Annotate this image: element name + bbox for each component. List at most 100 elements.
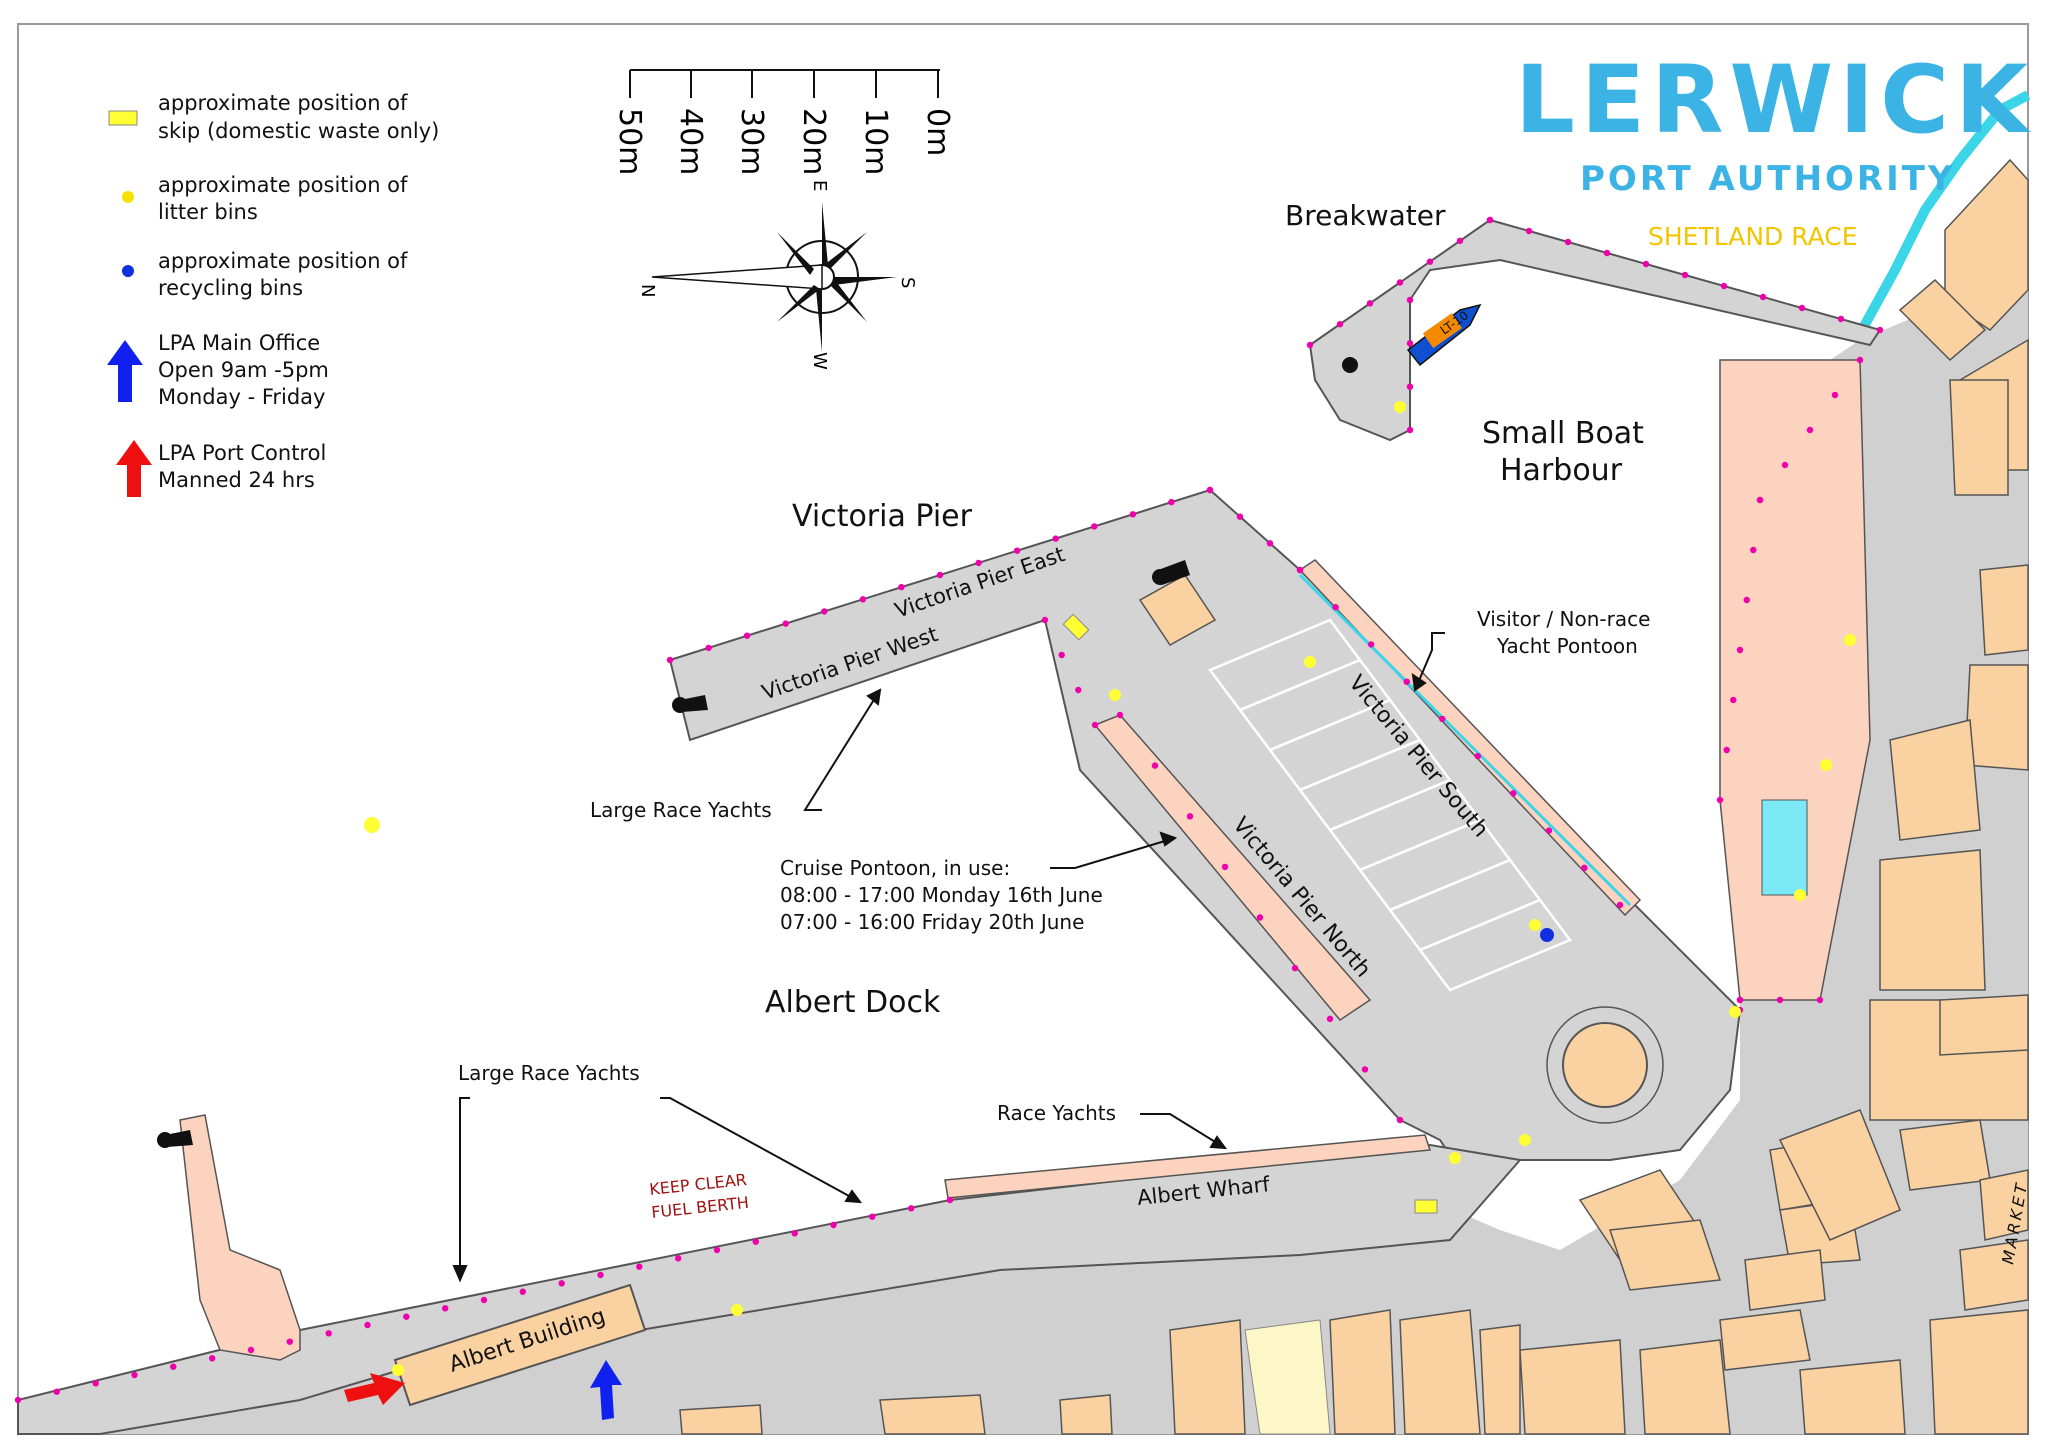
logo-wordmark: LERWICK	[1515, 46, 2034, 155]
bollard-dot	[1406, 340, 1414, 347]
callout-visitor-pontoon-1: Visitor / Non-race	[1477, 607, 1650, 631]
bollard-dot	[1439, 715, 1446, 723]
litter-bin-marker	[1820, 759, 1832, 771]
bollard-dot	[705, 644, 712, 652]
bollard-dot	[1206, 486, 1214, 494]
bollard-dot	[14, 1396, 22, 1404]
bollard-dot	[1806, 426, 1814, 434]
beacon-markers	[157, 357, 1358, 1148]
bollard-dot	[1168, 498, 1175, 506]
recycling-bin-legend-icon	[122, 265, 134, 277]
bollard-dot	[1564, 238, 1572, 246]
litter-bin-marker	[1394, 401, 1406, 413]
bollard-dot	[1756, 496, 1764, 504]
port-control-arrow	[344, 1373, 405, 1405]
compass-w: W	[809, 352, 830, 370]
bollard-dot	[1426, 258, 1434, 265]
cruise-pontoon	[1093, 714, 1372, 1021]
bollard-dot	[170, 1363, 177, 1370]
map-legend: approximate position of skip (domestic w…	[107, 91, 439, 497]
legend-office-line2: Open 9am -5pm	[158, 358, 329, 382]
scale-label-40m: 40m	[673, 108, 708, 175]
bollard-dot	[1720, 282, 1728, 290]
bollard-dot	[558, 1280, 565, 1287]
albert-building	[393, 1283, 647, 1407]
callout-cruise-pontoon-2: 08:00 - 17:00 Monday 16th June	[780, 883, 1103, 907]
bollard-dot	[1396, 279, 1404, 286]
legend-office-line3: Monday - Friday	[158, 385, 325, 409]
label-victoria-pier: Victoria Pier	[792, 499, 973, 534]
bollard-dot	[209, 1355, 216, 1362]
bollard-dot	[364, 1321, 371, 1329]
main-office-arrow	[590, 1360, 622, 1420]
bollard-dot	[1221, 863, 1229, 871]
west-jetty	[179, 1114, 301, 1361]
litter-bin-legend-icon	[122, 191, 134, 203]
bollard-dot	[442, 1305, 449, 1312]
bollard-dot	[752, 1238, 759, 1245]
skip-marker	[1062, 613, 1090, 641]
bollard-dot	[1406, 426, 1414, 434]
bollard-dot	[286, 1338, 293, 1345]
bollard-dot	[830, 1221, 837, 1229]
bollard-dot	[1736, 646, 1744, 654]
legend-recycling-line2: recycling bins	[158, 276, 303, 300]
callout-visitor-pontoon-2: Yacht Pontoon	[1496, 634, 1638, 658]
bollard-dot	[1816, 996, 1824, 1004]
site-markers	[364, 401, 1856, 1376]
bollard-dot	[1603, 249, 1611, 257]
bollard-dot	[1876, 326, 1884, 334]
bollard-dot	[975, 559, 982, 567]
label-small-boat-harbour-2: Harbour	[1500, 453, 1623, 488]
bollard-dot	[898, 583, 905, 591]
bollard-dot	[1151, 762, 1159, 769]
skip-marker	[1414, 1199, 1438, 1214]
scale-label-30m: 30m	[734, 108, 769, 175]
bollard-dot	[743, 632, 751, 639]
bollard-dot	[666, 656, 674, 664]
bollard-dot	[131, 1371, 138, 1379]
bollard-dot	[1013, 547, 1021, 554]
bollard-dot	[1306, 341, 1314, 349]
bollard-dot	[791, 1230, 798, 1237]
bollard-dot	[1730, 696, 1737, 704]
bollard-dot	[1256, 914, 1264, 921]
litter-bin-marker	[1304, 656, 1316, 668]
parking-bays	[1208, 618, 1572, 992]
bollard-dot	[782, 620, 789, 627]
litter-bin-marker	[392, 1364, 404, 1376]
bollard-dot	[1367, 641, 1375, 648]
bollard-dot	[1091, 721, 1099, 729]
bollard-dot	[1336, 321, 1344, 328]
bollard-dot	[946, 1196, 954, 1204]
race-yacht-pontoon	[944, 1134, 1432, 1199]
bollard-dot	[1332, 604, 1339, 611]
scale-label-20m: 20m	[796, 108, 831, 175]
litter-bin-marker	[1449, 1152, 1461, 1164]
bollard-dot	[519, 1288, 526, 1295]
bollard-dot	[1723, 746, 1730, 754]
legend-office-line1: LPA Main Office	[158, 331, 320, 355]
bollard-dot	[1361, 1066, 1369, 1073]
legend-litter-line2: litter bins	[158, 200, 258, 224]
pier-hut	[1138, 574, 1217, 646]
bollard-dot	[1798, 304, 1806, 312]
bollard-dot	[92, 1380, 99, 1387]
bollard-dot	[1291, 964, 1299, 972]
bollard-dot	[1616, 901, 1624, 909]
bollard-dot	[1581, 864, 1588, 871]
bollard-dot	[1366, 300, 1374, 307]
litter-bin-marker	[1844, 634, 1856, 646]
bollard-dot	[1129, 511, 1137, 518]
bollard-dot	[1403, 678, 1410, 685]
legend-skip-line1: approximate position of	[158, 91, 408, 115]
bollard-dot	[403, 1313, 410, 1320]
breakwater-quay	[1308, 218, 1882, 442]
pontoons	[944, 359, 1871, 1199]
bollard-dot	[713, 1246, 721, 1254]
bollard-dot	[1781, 461, 1789, 469]
bollard-dot	[1266, 540, 1274, 547]
litter-bin-marker	[731, 1304, 743, 1316]
callout-race-yachts: Race Yachts	[997, 1101, 1116, 1125]
litter-bin-marker	[364, 817, 380, 833]
